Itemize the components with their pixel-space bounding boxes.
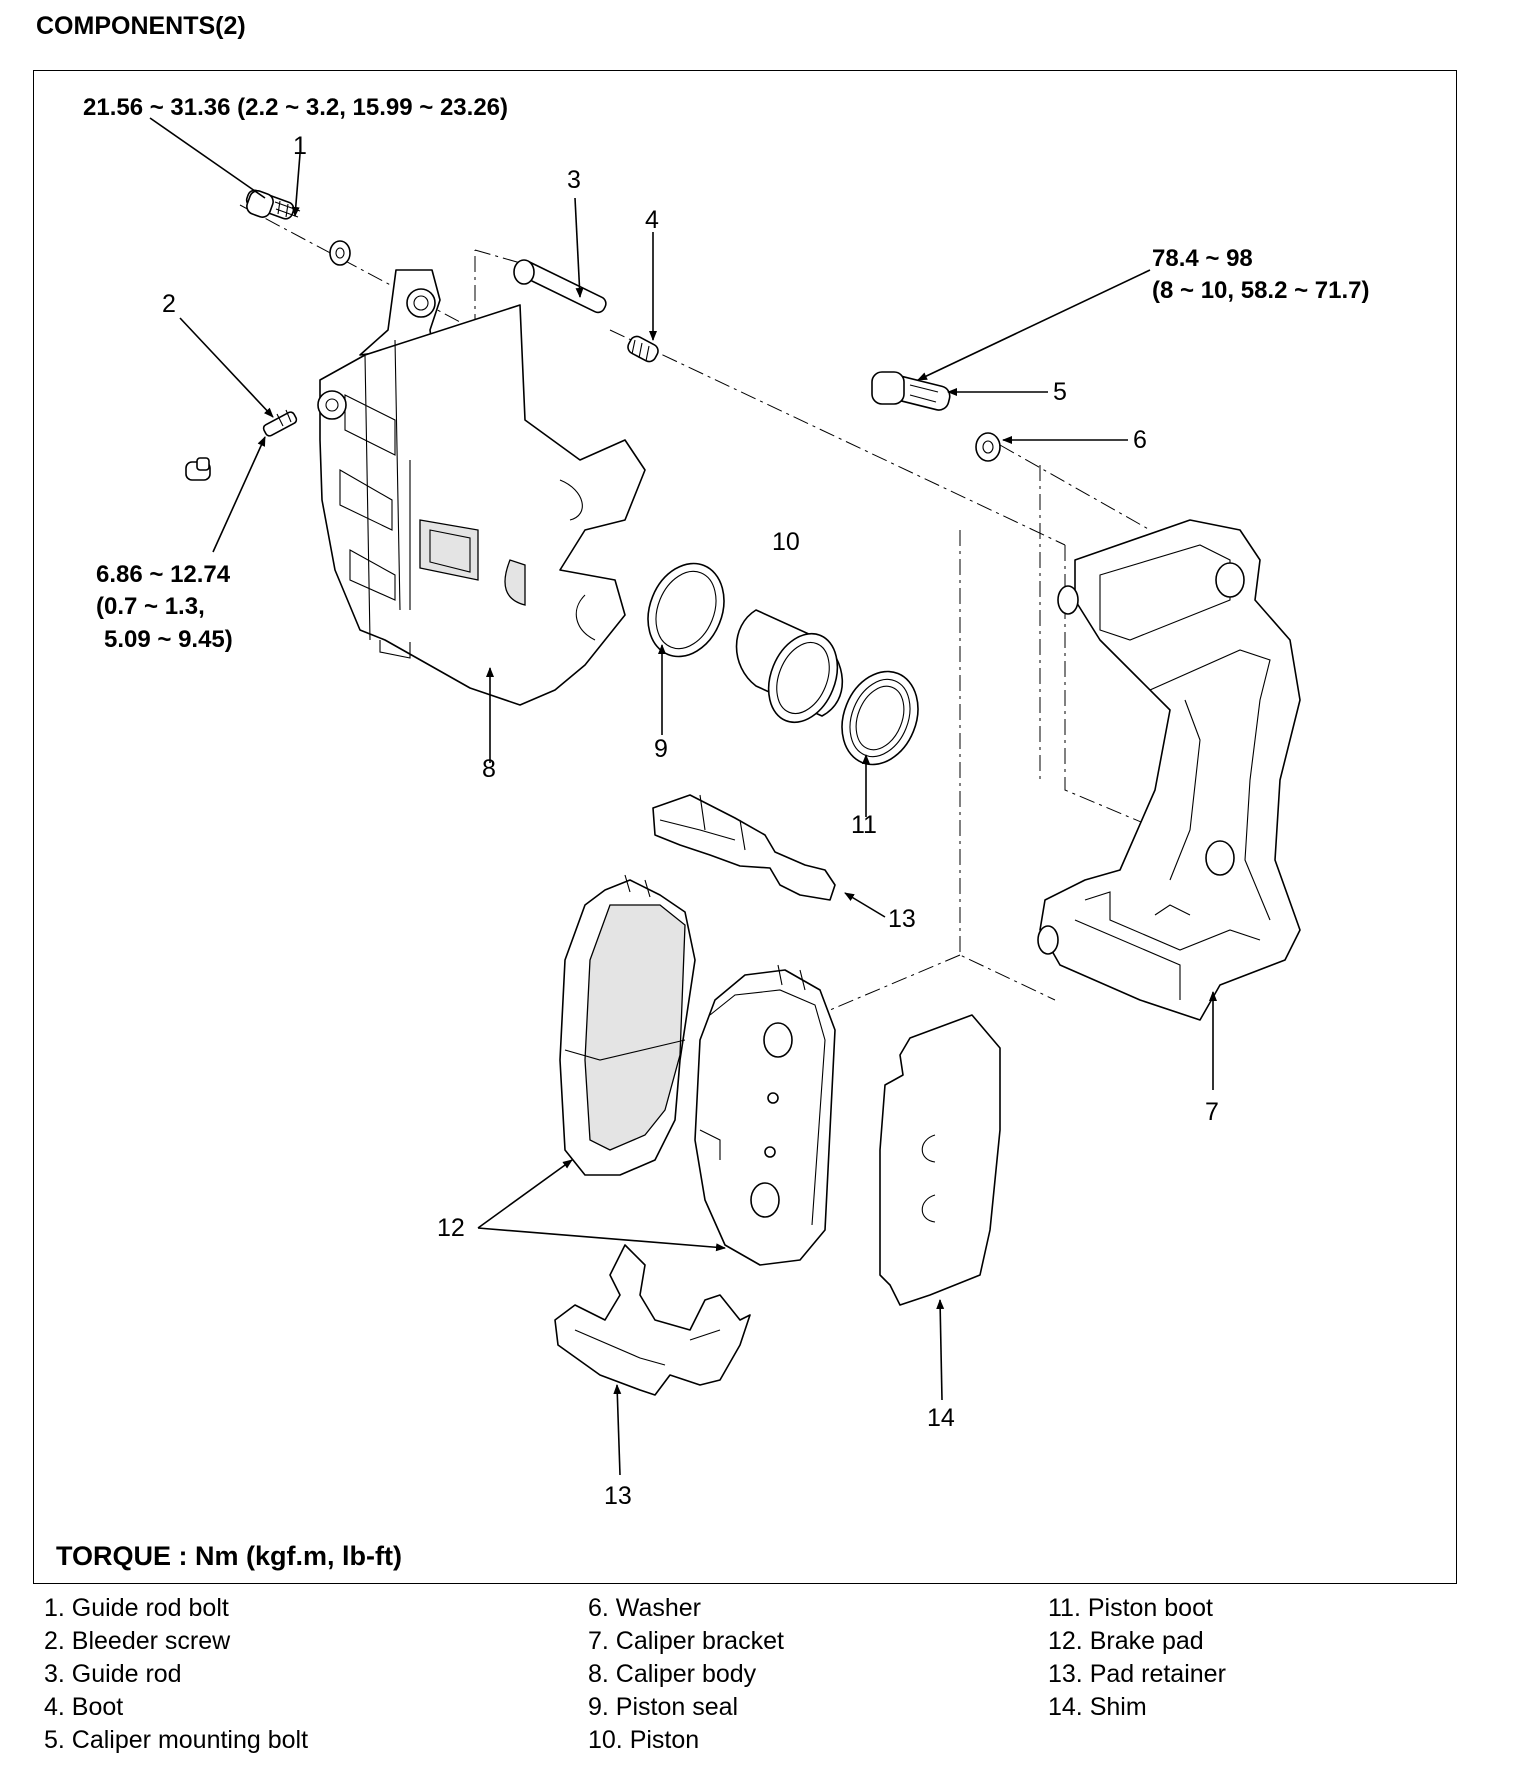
legend-item: 1. Guide rod bolt <box>44 1594 229 1622</box>
bleeder-screw-cap <box>185 457 211 481</box>
legend-item: 14. Shim <box>1048 1693 1147 1721</box>
caliper-bracket <box>1037 519 1301 1021</box>
piston-boot <box>841 670 919 766</box>
brake-pad-outer <box>559 874 696 1176</box>
callout-6: 6 <box>1133 426 1147 454</box>
guide-rod-boot <box>627 335 659 363</box>
callout-14: 14 <box>927 1404 955 1432</box>
callout-3: 3 <box>567 166 581 194</box>
legend-item: 13. Pad retainer <box>1048 1660 1226 1688</box>
legend-column-1: 1. Guide rod bolt 2. Bleeder screw 3. Gu… <box>44 1592 308 1757</box>
legend-item: 7. Caliper bracket <box>588 1627 784 1655</box>
brake-pad-inner <box>694 964 836 1266</box>
callout-13-upper: 13 <box>888 905 916 933</box>
caliper-body <box>317 269 646 706</box>
pad-retainer-lower <box>554 1244 751 1396</box>
legend-item: 6. Washer <box>588 1594 702 1622</box>
bleeder-screw <box>262 409 298 437</box>
callout-8: 8 <box>482 755 496 783</box>
callout-2: 2 <box>162 290 176 318</box>
guide-rod-bolt <box>245 189 301 220</box>
callout-7: 7 <box>1205 1098 1219 1126</box>
legend-item: 2. Bleeder screw <box>44 1627 231 1655</box>
page-title: COMPONENTS(2) <box>36 12 246 40</box>
guide-rod-bolt-washer <box>329 240 351 266</box>
legend-column-3: 11. Piston boot 12. Brake pad 13. Pad re… <box>1048 1592 1226 1724</box>
torque-caliper-bolt-line1: 78.4 ~ 98 <box>1152 245 1253 272</box>
callout-10: 10 <box>772 528 800 556</box>
callout-11: 11 <box>851 811 877 839</box>
legend-item: 4. Boot <box>44 1693 124 1721</box>
leader-lines <box>149 117 1217 1476</box>
legend-item: 11. Piston boot <box>1048 1594 1213 1622</box>
piston-seal <box>647 562 725 658</box>
legend-item: 3. Guide rod <box>44 1660 182 1688</box>
shim <box>879 1014 1001 1306</box>
legend-column-2: 6. Washer 7. Caliper bracket 8. Caliper … <box>588 1592 784 1757</box>
guide-rod <box>513 259 607 314</box>
torque-bleeder-line3: 5.09 ~ 9.45) <box>104 626 233 653</box>
pad-retainer-upper <box>652 794 836 901</box>
callout-5: 5 <box>1053 378 1067 406</box>
callout-4: 4 <box>645 206 659 234</box>
piston <box>735 609 844 724</box>
torque-guide-rod-bolt: 21.56 ~ 31.36 (2.2 ~ 3.2, 15.99 ~ 23.26) <box>83 94 508 121</box>
callout-13-lower: 13 <box>604 1482 632 1510</box>
legend-item: 9. Piston seal <box>588 1693 739 1721</box>
torque-bleeder-line2: (0.7 ~ 1.3, <box>96 593 205 620</box>
torque-unit-note: TORQUE : Nm (kgf.m, lb-ft) <box>56 1541 402 1571</box>
legend-item: 12. Brake pad <box>1048 1627 1204 1655</box>
caliper-bolt-washer <box>975 432 1001 462</box>
callout-9: 9 <box>654 735 668 763</box>
caliper-mounting-bolt <box>871 371 951 411</box>
legend-item: 10. Piston <box>588 1726 700 1754</box>
torque-bleeder-line1: 6.86 ~ 12.74 <box>96 561 231 588</box>
torque-caliper-bolt-line2: (8 ~ 10, 58.2 ~ 71.7) <box>1152 277 1370 304</box>
assembly-center-lines <box>239 204 1161 1011</box>
diagram-frame <box>33 70 1457 1584</box>
legend-item: 5. Caliper mounting bolt <box>44 1726 309 1754</box>
legend-item: 8. Caliper body <box>588 1660 757 1688</box>
callout-12: 12 <box>437 1214 465 1242</box>
callout-1: 1 <box>293 132 307 160</box>
